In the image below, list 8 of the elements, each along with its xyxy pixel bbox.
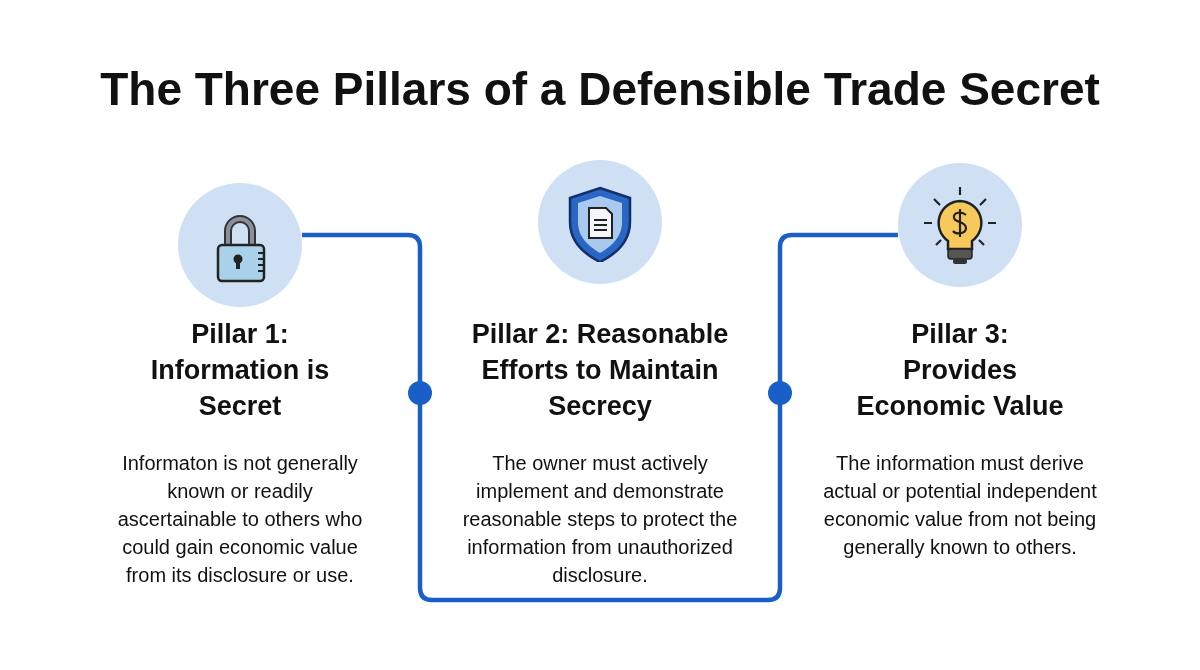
connector-line [302, 232, 898, 603]
title: The Three Pillars of a Defensible Trade Secret [99, 62, 1101, 116]
pillar-description: The information must derive actual or potential independent economic value from not being generally known to others. [822, 451, 1098, 560]
pillar-description: The owner must actively implement and demonstrate reasonable steps to protect the information from unauthorized disclosure. [461, 451, 739, 588]
pillar-heading: Pillar 3: Provides Economic Value [855, 318, 1065, 423]
pillar-description: Informaton is not generally known or readily ascertainable to others who could gain economic value from its disclosure or use. [116, 451, 364, 588]
pillar-heading: Pillar 1: Information is Secret [149, 318, 331, 423]
pillar-heading: Pillar 2: Reasonable Efforts to Maintain Secrecy [470, 318, 730, 423]
